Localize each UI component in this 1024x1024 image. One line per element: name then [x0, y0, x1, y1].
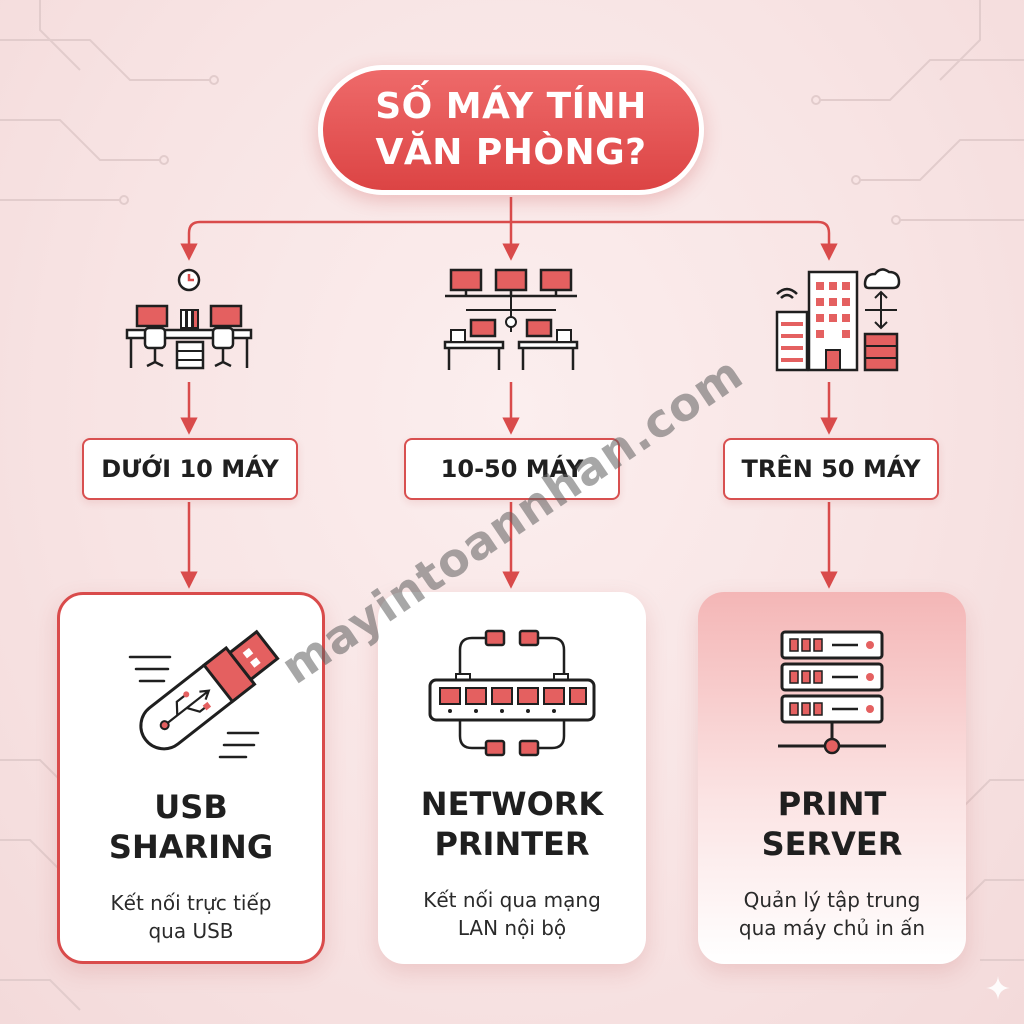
- network-switch-icon: [428, 629, 596, 757]
- connector-root-right: [511, 220, 838, 261]
- branch-label-over-50: TRÊN 50 MÁY: [723, 438, 939, 500]
- card-title: PRINT SERVER: [698, 784, 966, 864]
- card-description: Kết nối trực tiếp qua USB: [60, 889, 322, 945]
- card-title-line-2: SERVER: [761, 825, 903, 863]
- root-question-line-1: SỐ MÁY TÍNH: [375, 86, 647, 127]
- card-description-line-1: Kết nối qua mạng: [423, 888, 601, 912]
- branch-label-10-50: 10-50 MÁY: [404, 438, 620, 500]
- card-description-line-2: qua máy chủ in ấn: [738, 916, 926, 940]
- branch-label-under-10: DƯỚI 10 MÁY: [82, 438, 298, 500]
- card-title: NETWORK PRINTER: [378, 784, 646, 864]
- card-title: USB SHARING: [60, 787, 322, 867]
- card-description-line-1: Kết nối trực tiếp: [110, 891, 272, 915]
- server-rack-icon: [778, 630, 886, 755]
- card-description-line-2: qua USB: [148, 919, 234, 943]
- usb-sharing-card: USB SHARING Kết nối trực tiếp qua USB: [57, 592, 325, 964]
- sparkle-icon: [986, 976, 1010, 1000]
- card-description-line-1: Quản lý tập trung: [743, 888, 921, 912]
- card-description-line-2: LAN nội bộ: [457, 916, 567, 940]
- connector-root-left: [180, 220, 511, 261]
- medium-office-network-icon: [443, 268, 579, 370]
- enterprise-building-icon: [775, 268, 901, 372]
- card-title-line-1: USB: [154, 788, 228, 826]
- root-question-node: SỐ MÁY TÍNH VĂN PHÒNG?: [318, 65, 704, 195]
- card-title-line-2: PRINTER: [434, 825, 590, 863]
- small-office-icon: [125, 268, 253, 370]
- print-server-card: PRINT SERVER Quản lý tập trung qua máy c…: [698, 592, 966, 964]
- card-title-line-1: PRINT: [777, 785, 887, 823]
- card-description: Quản lý tập trung qua máy chủ in ấn: [698, 886, 966, 942]
- card-title-line-2: SHARING: [108, 828, 274, 866]
- card-title-line-1: NETWORK: [420, 785, 604, 823]
- card-description: Kết nối qua mạng LAN nội bộ: [378, 886, 646, 942]
- network-printer-card: NETWORK PRINTER Kết nối qua mạng LAN nội…: [378, 592, 646, 964]
- root-question-line-2: VĂN PHÒNG?: [375, 132, 647, 173]
- usb-icon: [128, 629, 280, 759]
